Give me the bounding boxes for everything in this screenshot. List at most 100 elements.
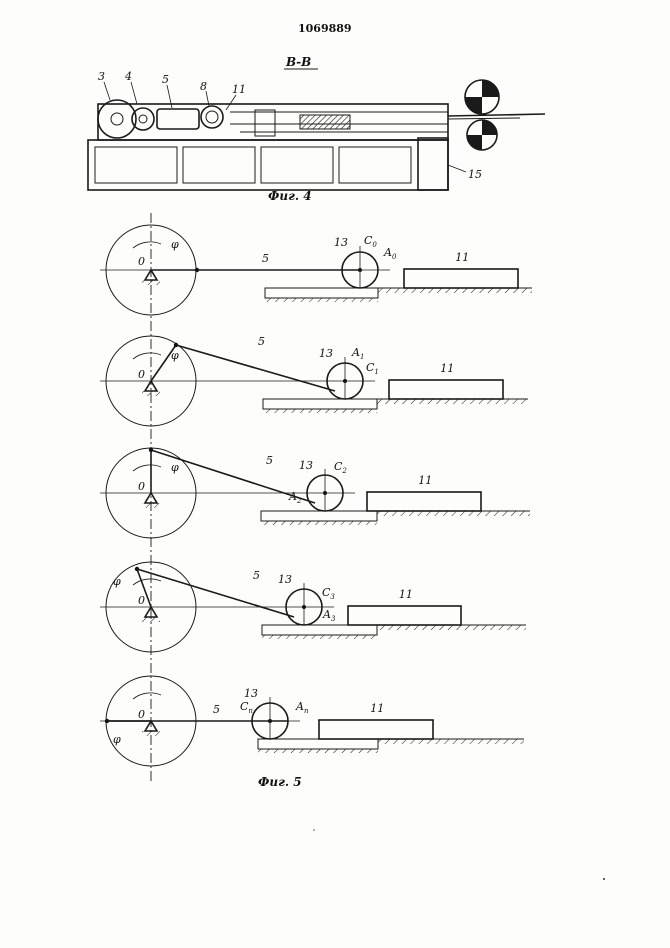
ground-hatch (378, 288, 532, 293)
label-roller: 13 (334, 236, 348, 249)
base-plate (260, 510, 378, 522)
label-rod: 5 (258, 335, 265, 348)
base-hatch (263, 409, 377, 413)
label-rod: 5 (213, 703, 220, 716)
crank-arm (136, 568, 152, 608)
fig4-cell-1 (94, 146, 178, 184)
base-hatch (265, 298, 378, 302)
fig4-label-3: 3 (98, 70, 105, 83)
ground-hatch (377, 625, 526, 630)
label-angle: φ (113, 575, 121, 588)
slab-11 (403, 268, 519, 289)
fig4-slider-block (254, 109, 276, 137)
label-crank-center: 0 (138, 594, 145, 607)
fig4-upper-roll-fill-2 (465, 97, 482, 114)
fig4-leader-5 (166, 84, 173, 109)
fig4-leader-3 (103, 81, 111, 101)
fig4-label-4: 4 (124, 70, 132, 83)
label-slab: 11 (399, 588, 413, 601)
fig4-cell-4 (338, 146, 412, 184)
base-plate (261, 624, 378, 636)
fig4-label-8: 8 (200, 80, 207, 93)
label-crank-center: 0 (138, 480, 145, 493)
ground-hatch (377, 399, 528, 404)
label-crank-center: 0 (138, 368, 145, 381)
ground-hatch (378, 739, 524, 744)
scan-speck (603, 878, 605, 880)
fig4-section-view: 3 4 5 8 11 15 Фиг. 4 (87, 70, 546, 203)
fig4-part-8-hub (205, 110, 219, 124)
fig4-label-11: 11 (232, 83, 246, 96)
label-point-c: C2 (334, 460, 347, 475)
base-plate (262, 398, 378, 410)
label-slab: 11 (455, 251, 469, 264)
label-slab: 11 (370, 702, 384, 715)
label-angle: φ (171, 349, 179, 362)
label-roller: 13 (319, 347, 333, 360)
fig4-part-8-gear (200, 105, 224, 129)
base-hatch (261, 521, 377, 525)
label-point-a: A2 (288, 490, 302, 505)
label-angle: φ (113, 733, 121, 746)
fig4-hatched-block (299, 114, 351, 130)
base-plate (257, 738, 379, 750)
fig4-label-5: 5 (162, 73, 169, 86)
label-roller: 13 (244, 687, 258, 700)
base-hatch (258, 749, 378, 753)
fig4-upper-roll-fill (482, 80, 499, 97)
label-roller: 13 (278, 573, 292, 586)
connecting-rod (175, 344, 336, 392)
angle-arrow (132, 241, 162, 249)
base-hatch (262, 635, 377, 639)
angle-arrow (132, 464, 162, 472)
connecting-rod (136, 568, 295, 618)
label-crank-center: 0 (138, 255, 145, 268)
label-slab: 11 (418, 474, 432, 487)
slab-11 (347, 605, 462, 626)
label-point-a: A3 (322, 608, 336, 623)
pivot-ground (142, 731, 160, 736)
fig4-cell-2 (182, 146, 256, 184)
base-plate (264, 287, 379, 299)
pivot-ground (142, 280, 160, 285)
fig4-part-5-rod (156, 108, 200, 130)
label-point-c: Cn (240, 700, 253, 715)
fig4-leader-4 (130, 81, 138, 105)
fig4-leader-11 (225, 94, 237, 111)
ground-hatch (377, 511, 530, 516)
label-roller: 13 (299, 459, 313, 472)
label-point-a: A0 (383, 246, 397, 261)
section-label: В-В (285, 55, 311, 69)
fig4-part-3-wheel (97, 99, 137, 139)
fig4-cell-3 (260, 146, 334, 184)
label-point-a: An (295, 700, 309, 715)
fig4-label-15: 15 (468, 168, 482, 181)
fig4-strip (447, 113, 546, 117)
label-rod: 5 (262, 252, 269, 265)
fig4-strip-lower (447, 117, 521, 120)
pivot-ground (142, 617, 160, 622)
slab-11 (388, 379, 504, 400)
angle-arrow (132, 692, 162, 700)
crank-arm (150, 344, 177, 382)
angle-arrow (132, 578, 162, 586)
fig4-part-4-hub (138, 114, 148, 124)
label-rod: 5 (253, 569, 260, 582)
label-point-c: C1 (366, 361, 379, 376)
slab-11 (318, 719, 434, 740)
fig4-part-15-box (417, 137, 449, 191)
scan-speck (313, 829, 315, 831)
label-point-c: C0 (364, 234, 377, 249)
fig4-lower-roll-fill (482, 120, 497, 135)
label-angle: φ (171, 238, 179, 251)
fig4-lower-roll-fill-2 (467, 135, 482, 150)
fig5-caption: Фиг. 5 (258, 775, 302, 789)
